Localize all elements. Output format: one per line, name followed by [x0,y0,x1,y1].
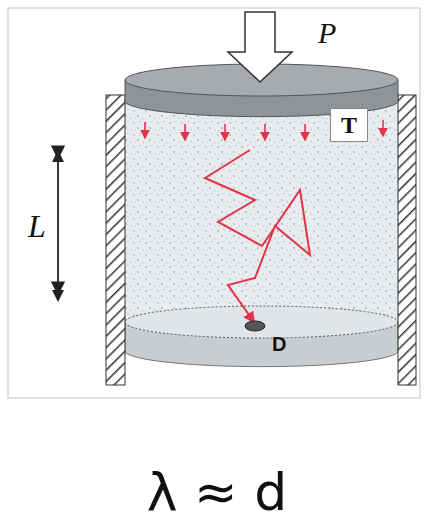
length-arrow [57,158,59,294]
detector [245,321,265,331]
left-wall [106,95,125,385]
load-label: P [318,18,336,48]
length-arrow-head-bottom [52,290,64,302]
length-label: L [28,210,46,242]
granular-medium [125,100,398,322]
panel-frame [8,8,420,398]
label-box: T [330,108,368,142]
right-wall [398,95,416,385]
base-top [125,306,398,338]
length-arrow-head-top [52,150,64,162]
formula: λ ≈ d [147,466,287,518]
load-arrow [228,12,292,82]
detector-label: D [272,334,286,354]
node-text: T [341,113,357,137]
random-walk [205,150,310,322]
